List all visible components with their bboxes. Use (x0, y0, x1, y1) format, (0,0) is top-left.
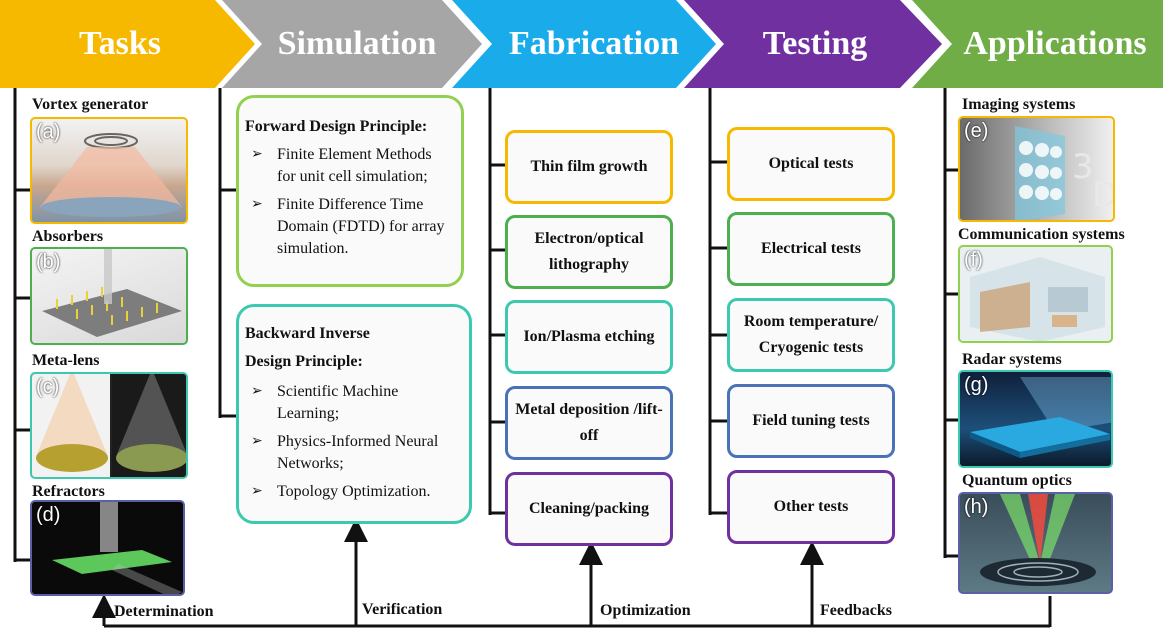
forward-item-1: ➢ Finite Element Methods for unit cell s… (251, 146, 432, 185)
quantum-optics-image: (h) (958, 492, 1113, 594)
refractors-image: (d) (30, 500, 185, 596)
fab-cleaning-packing: Cleaning/packing (505, 472, 673, 546)
task-label-refractors: Refractors (32, 483, 105, 500)
task-label-vortex: Vortex generator (32, 96, 149, 113)
stage-label-fabrication: Fabrication (509, 25, 679, 62)
app-label-radar: Radar systems (962, 351, 1062, 368)
arrow-bullet-icon: ➢ (251, 434, 263, 449)
image-letter-f: (f) (964, 249, 983, 271)
svg-text:3: 3 (1072, 147, 1094, 187)
chevron-simulation (222, 0, 482, 88)
stage-label-testing: Testing (762, 25, 868, 62)
label-optimization: Optimization (600, 602, 691, 619)
fab-thin-film-growth: Thin film growth (505, 130, 673, 204)
label-feedbacks: Feedbacks (820, 602, 892, 619)
image-letter-c: (c) (36, 376, 60, 398)
test-electrical: Electrical tests (727, 212, 895, 286)
chevron-tasks (0, 0, 255, 88)
meta-lens-image: (c) (30, 372, 188, 479)
chevron-fabrication (452, 0, 716, 88)
task-label-metalens: Meta-lens (32, 352, 100, 369)
backward-design-box: Backward Inverse Design Principle: ➢ Sci… (236, 304, 472, 524)
fab-etching: Ion/Plasma etching (505, 300, 673, 374)
app-label-imaging: Imaging systems (962, 96, 1076, 113)
label-determination: Determination (114, 603, 214, 620)
stage-label-applications: Applications (963, 25, 1147, 62)
test-other: Other tests (727, 470, 895, 544)
forward-design-title: Forward Design Principle: (245, 118, 428, 135)
app-label-quantum: Quantum optics (962, 472, 1072, 489)
arrow-bullet-icon: ➢ (251, 147, 263, 162)
forward-item-2: ➢ Finite Difference Time Domain (FDTD) f… (251, 196, 445, 257)
svg-text:D: D (1092, 175, 1115, 215)
label-verification: Verification (362, 601, 443, 618)
test-field-tuning: Field tuning tests (727, 384, 895, 458)
test-temperature: Room temperature/ Cryogenic tests (727, 298, 895, 372)
image-letter-b: (b) (36, 251, 61, 273)
arrow-bullet-icon: ➢ (251, 197, 263, 212)
arrow-bullet-icon: ➢ (251, 484, 263, 499)
image-letter-h: (h) (964, 496, 989, 518)
fab-lithography: Electron/optical lithography (505, 215, 673, 289)
chevron-testing (684, 0, 942, 88)
image-letter-g: (g) (964, 374, 989, 396)
absorbers-image: (b) (30, 247, 188, 345)
communication-systems-image: (f) (958, 245, 1113, 343)
backward-item-1: ➢ Scientific Machine Learning; (251, 383, 399, 422)
chevron-applications (912, 0, 1163, 88)
test-optical: Optical tests (727, 127, 895, 201)
fab-metal-deposition: Metal deposition /lift-off (505, 386, 673, 460)
imaging-systems-image: 3 D (e) (958, 116, 1115, 222)
stage-label-simulation: Simulation (277, 25, 437, 62)
image-letter-a: (a) (36, 121, 61, 143)
task-label-absorbers: Absorbers (32, 228, 104, 245)
stage-label-tasks: Tasks (79, 25, 161, 62)
backward-item-2: ➢ Physics-Informed Neural Networks; (251, 433, 439, 472)
backward-design-title-2: Design Principle: (245, 353, 363, 370)
app-label-communication: Communication systems (958, 226, 1125, 243)
vortex-generator-image: (a) (30, 117, 188, 224)
backward-item-3: ➢ Topology Optimization. (245, 481, 461, 503)
backward-design-title-1: Backward Inverse (245, 325, 370, 342)
forward-design-box: Forward Design Principle: ➢ Finite Eleme… (236, 95, 464, 287)
image-letter-e: (e) (964, 120, 989, 142)
radar-systems-image: (g) (958, 370, 1113, 468)
arrow-bullet-icon: ➢ (251, 384, 263, 399)
image-letter-d: (d) (36, 504, 61, 526)
